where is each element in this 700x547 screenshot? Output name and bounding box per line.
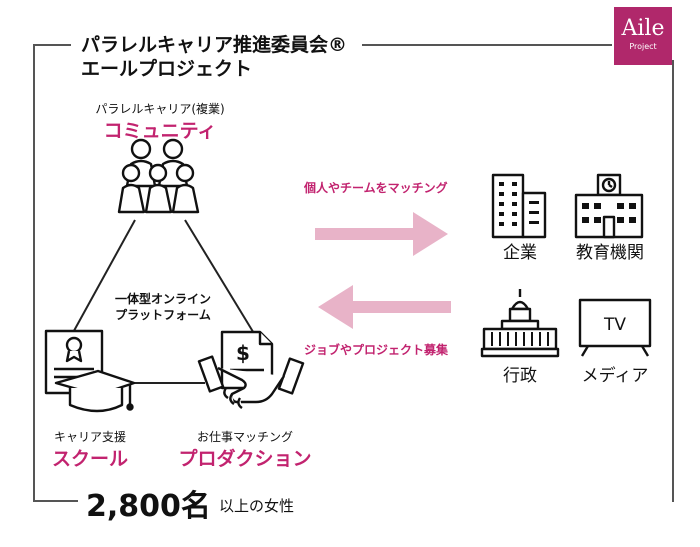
people-group-icon (117, 138, 200, 214)
frame-left (33, 44, 35, 502)
tv-icon: TV (578, 298, 652, 357)
frame-right (672, 60, 674, 502)
frame-top-right (362, 44, 612, 46)
government-building-icon (480, 289, 560, 358)
arrow-right-icon (315, 212, 448, 256)
tv-screen-text: TV (603, 315, 626, 335)
production-caption: お仕事マッチング (196, 430, 293, 444)
certificate-graduation-icon (44, 329, 136, 413)
school-building-icon (574, 173, 644, 239)
participant-count-suffix: 以上の女性 (219, 497, 295, 515)
arrow-right-label: 個人やチームをマッチング (304, 181, 448, 195)
office-building-icon (491, 173, 547, 239)
platform-label-line2: プラットフォーム (115, 308, 211, 322)
production-label: プロダクション (178, 448, 312, 470)
handshake-contract-icon: $ (197, 330, 305, 409)
logo-subtext: Project (629, 42, 657, 51)
svg-text:$: $ (236, 341, 250, 365)
participant-count: 2,800名 (86, 489, 211, 524)
arrow-left-icon (318, 285, 451, 329)
community-caption: パラレルキャリア(複業) (95, 102, 225, 116)
partner-label-media: メディア (581, 366, 649, 386)
school-caption: キャリア支援 (53, 430, 126, 444)
arrow-left-label: ジョブやプロジェクト募集 (304, 343, 449, 357)
page-title-line2: エールプロジェクト (81, 58, 253, 80)
platform-label-line1: 一体型オンライン (114, 292, 211, 306)
school-label: スクール (51, 448, 128, 470)
frame-top-left (33, 44, 71, 46)
logo-text: Aile (621, 16, 665, 41)
frame-bottom (33, 500, 78, 502)
page-title-line1: パラレルキャリア推進委員会® (81, 34, 348, 56)
community-label: コミュニティ (103, 120, 217, 142)
aile-project-logo: Aile Project (614, 7, 672, 65)
partner-label-company: 企業 (503, 243, 537, 263)
partner-label-government: 行政 (503, 366, 537, 386)
partner-label-education: 教育機関 (576, 243, 644, 263)
